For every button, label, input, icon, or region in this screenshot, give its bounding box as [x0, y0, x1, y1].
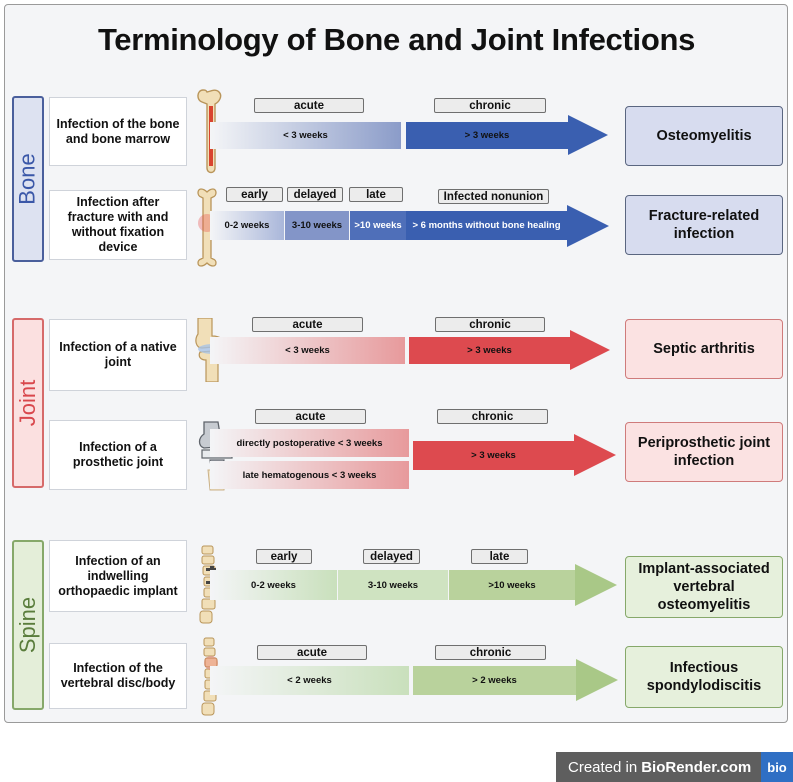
- segment-acute: < 3 weeks: [210, 337, 405, 364]
- arrowhead: [576, 659, 618, 701]
- tag-chronic: chronic: [435, 645, 546, 660]
- diagram-title: Terminology of Bone and Joint Infections: [97, 22, 696, 57]
- section-label-joint: Joint: [12, 318, 44, 488]
- tag-acute: acute: [252, 317, 363, 332]
- tag-acute: acute: [257, 645, 367, 660]
- segment-early: 0-2 weeks: [210, 570, 337, 600]
- segment-nonunion: > 6 months without bone healing: [406, 211, 567, 240]
- result-septic-arthritis: Septic arthritis: [625, 319, 783, 379]
- tag-late: late: [349, 187, 403, 202]
- arrowhead: [570, 330, 610, 370]
- description-implant-associated: Infection of an indwelling orthopaedic i…: [49, 540, 187, 612]
- tag-early: early: [256, 549, 312, 564]
- tag-delayed: delayed: [363, 549, 420, 564]
- segment-early: 0-2 weeks: [210, 211, 284, 240]
- segment-late: >10 weeks: [449, 570, 575, 600]
- tag-chronic: chronic: [437, 409, 548, 424]
- tag-delayed: delayed: [287, 187, 343, 202]
- arrowhead: [568, 115, 608, 155]
- tag-acute: acute: [254, 98, 364, 113]
- segment-chronic: > 3 weeks: [406, 122, 568, 149]
- section-label-spine: Spine: [12, 540, 44, 710]
- segment-delayed: 3-10 weeks: [285, 211, 349, 240]
- segment-late: >10 weeks: [350, 211, 406, 240]
- segment-acute: < 3 weeks: [210, 122, 401, 149]
- description-fracture-related: Infection after fracture with and withou…: [49, 190, 187, 260]
- result-osteomyelitis: Osteomyelitis: [625, 106, 783, 166]
- arrowhead: [567, 205, 609, 247]
- tag-late: late: [471, 549, 528, 564]
- credit-prefix: Created in: [568, 758, 638, 776]
- result-implant-associated-vertebral-osteomyelitis: Implant-associated vertebral osteomyelit…: [625, 556, 783, 618]
- biorender-logo: bio: [761, 752, 793, 782]
- result-infectious-spondylodiscitis: Infectious spondylodiscitis: [625, 646, 783, 708]
- segment-chronic: > 3 weeks: [409, 337, 570, 364]
- segment-chronic: > 3 weeks: [413, 441, 574, 470]
- section-label-bone: Bone: [12, 96, 44, 262]
- tag-acute: acute: [255, 409, 366, 424]
- segment-directly-postoperative: directly postoperative < 3 weeks: [210, 429, 409, 457]
- arrowhead: [575, 564, 617, 606]
- segment-acute: < 2 weeks: [210, 666, 409, 695]
- tag-chronic: chronic: [434, 98, 546, 113]
- credit-brand: BioRender.com: [641, 758, 752, 776]
- segment-delayed: 3-10 weeks: [338, 570, 448, 600]
- result-periprosthetic-joint-infection: Periprosthetic joint infection: [625, 422, 783, 482]
- biorender-credit[interactable]: Created in BioRender.com bio: [556, 752, 793, 782]
- result-fracture-related-infection: Fracture-related infection: [625, 195, 783, 255]
- segment-chronic: > 2 weeks: [413, 666, 576, 695]
- arrowhead: [574, 434, 616, 476]
- description-septic-arthritis: Infection of a native joint: [49, 319, 187, 391]
- description-spondylodiscitis: Infection of the vertebral disc/body: [49, 643, 187, 709]
- segment-late-hematogenous: late hematogenous < 3 weeks: [210, 461, 409, 489]
- description-periprosthetic: Infection of a prosthetic joint: [49, 420, 187, 490]
- description-osteomyelitis: Infection of the bone and bone marrow: [49, 97, 187, 166]
- tag-infected-nonunion: Infected nonunion: [438, 189, 549, 204]
- tag-early: early: [226, 187, 283, 202]
- tag-chronic: chronic: [435, 317, 545, 332]
